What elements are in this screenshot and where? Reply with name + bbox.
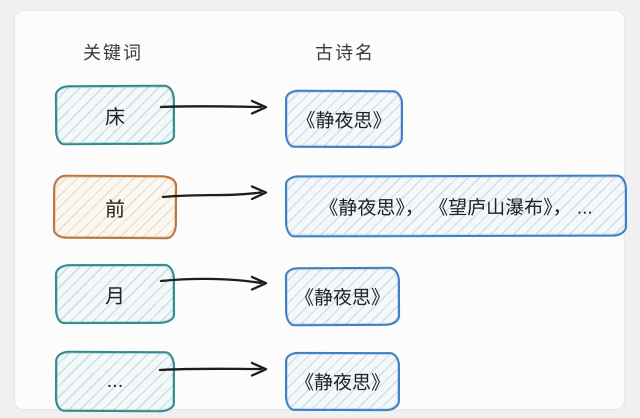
poem-node-label: 《静夜思》 bbox=[294, 372, 391, 395]
keyword-node-label: 月 bbox=[104, 285, 126, 308]
diagram-panel: 关键词 古诗名 床 前 月 ... 《静夜思》 《静夜思》， 《望庐山瀑布》， … bbox=[14, 10, 628, 413]
poem-node-label: 《静夜思》 bbox=[296, 110, 392, 132]
keyword-node-label: ... bbox=[106, 369, 124, 393]
poem-node-label: 《静夜思》 bbox=[294, 287, 391, 310]
keyword-node-label: 床 bbox=[104, 106, 126, 129]
poem-node-row2-wide: 《静夜思》， 《望庐山瀑布》， ... bbox=[284, 174, 628, 238]
poem-node-row1: 《静夜思》 bbox=[284, 89, 404, 149]
poem-node-row3: 《静夜思》 bbox=[284, 266, 401, 327]
keyword-node-yue: 月 bbox=[54, 263, 176, 325]
keyword-node-qian-highlighted: 前 bbox=[52, 174, 178, 240]
keyword-node-chuang: 床 bbox=[54, 84, 176, 146]
poem-node-label: 《静夜思》， 《望庐山瀑布》， ... bbox=[319, 197, 593, 219]
keyword-node-label: 前 bbox=[104, 198, 126, 221]
keyword-node-ellipsis: ... bbox=[54, 350, 176, 413]
poem-node-row4: 《静夜思》 bbox=[284, 351, 401, 412]
keyword-column-header: 关键词 bbox=[83, 43, 143, 63]
poem-column-header: 古诗名 bbox=[315, 43, 375, 63]
